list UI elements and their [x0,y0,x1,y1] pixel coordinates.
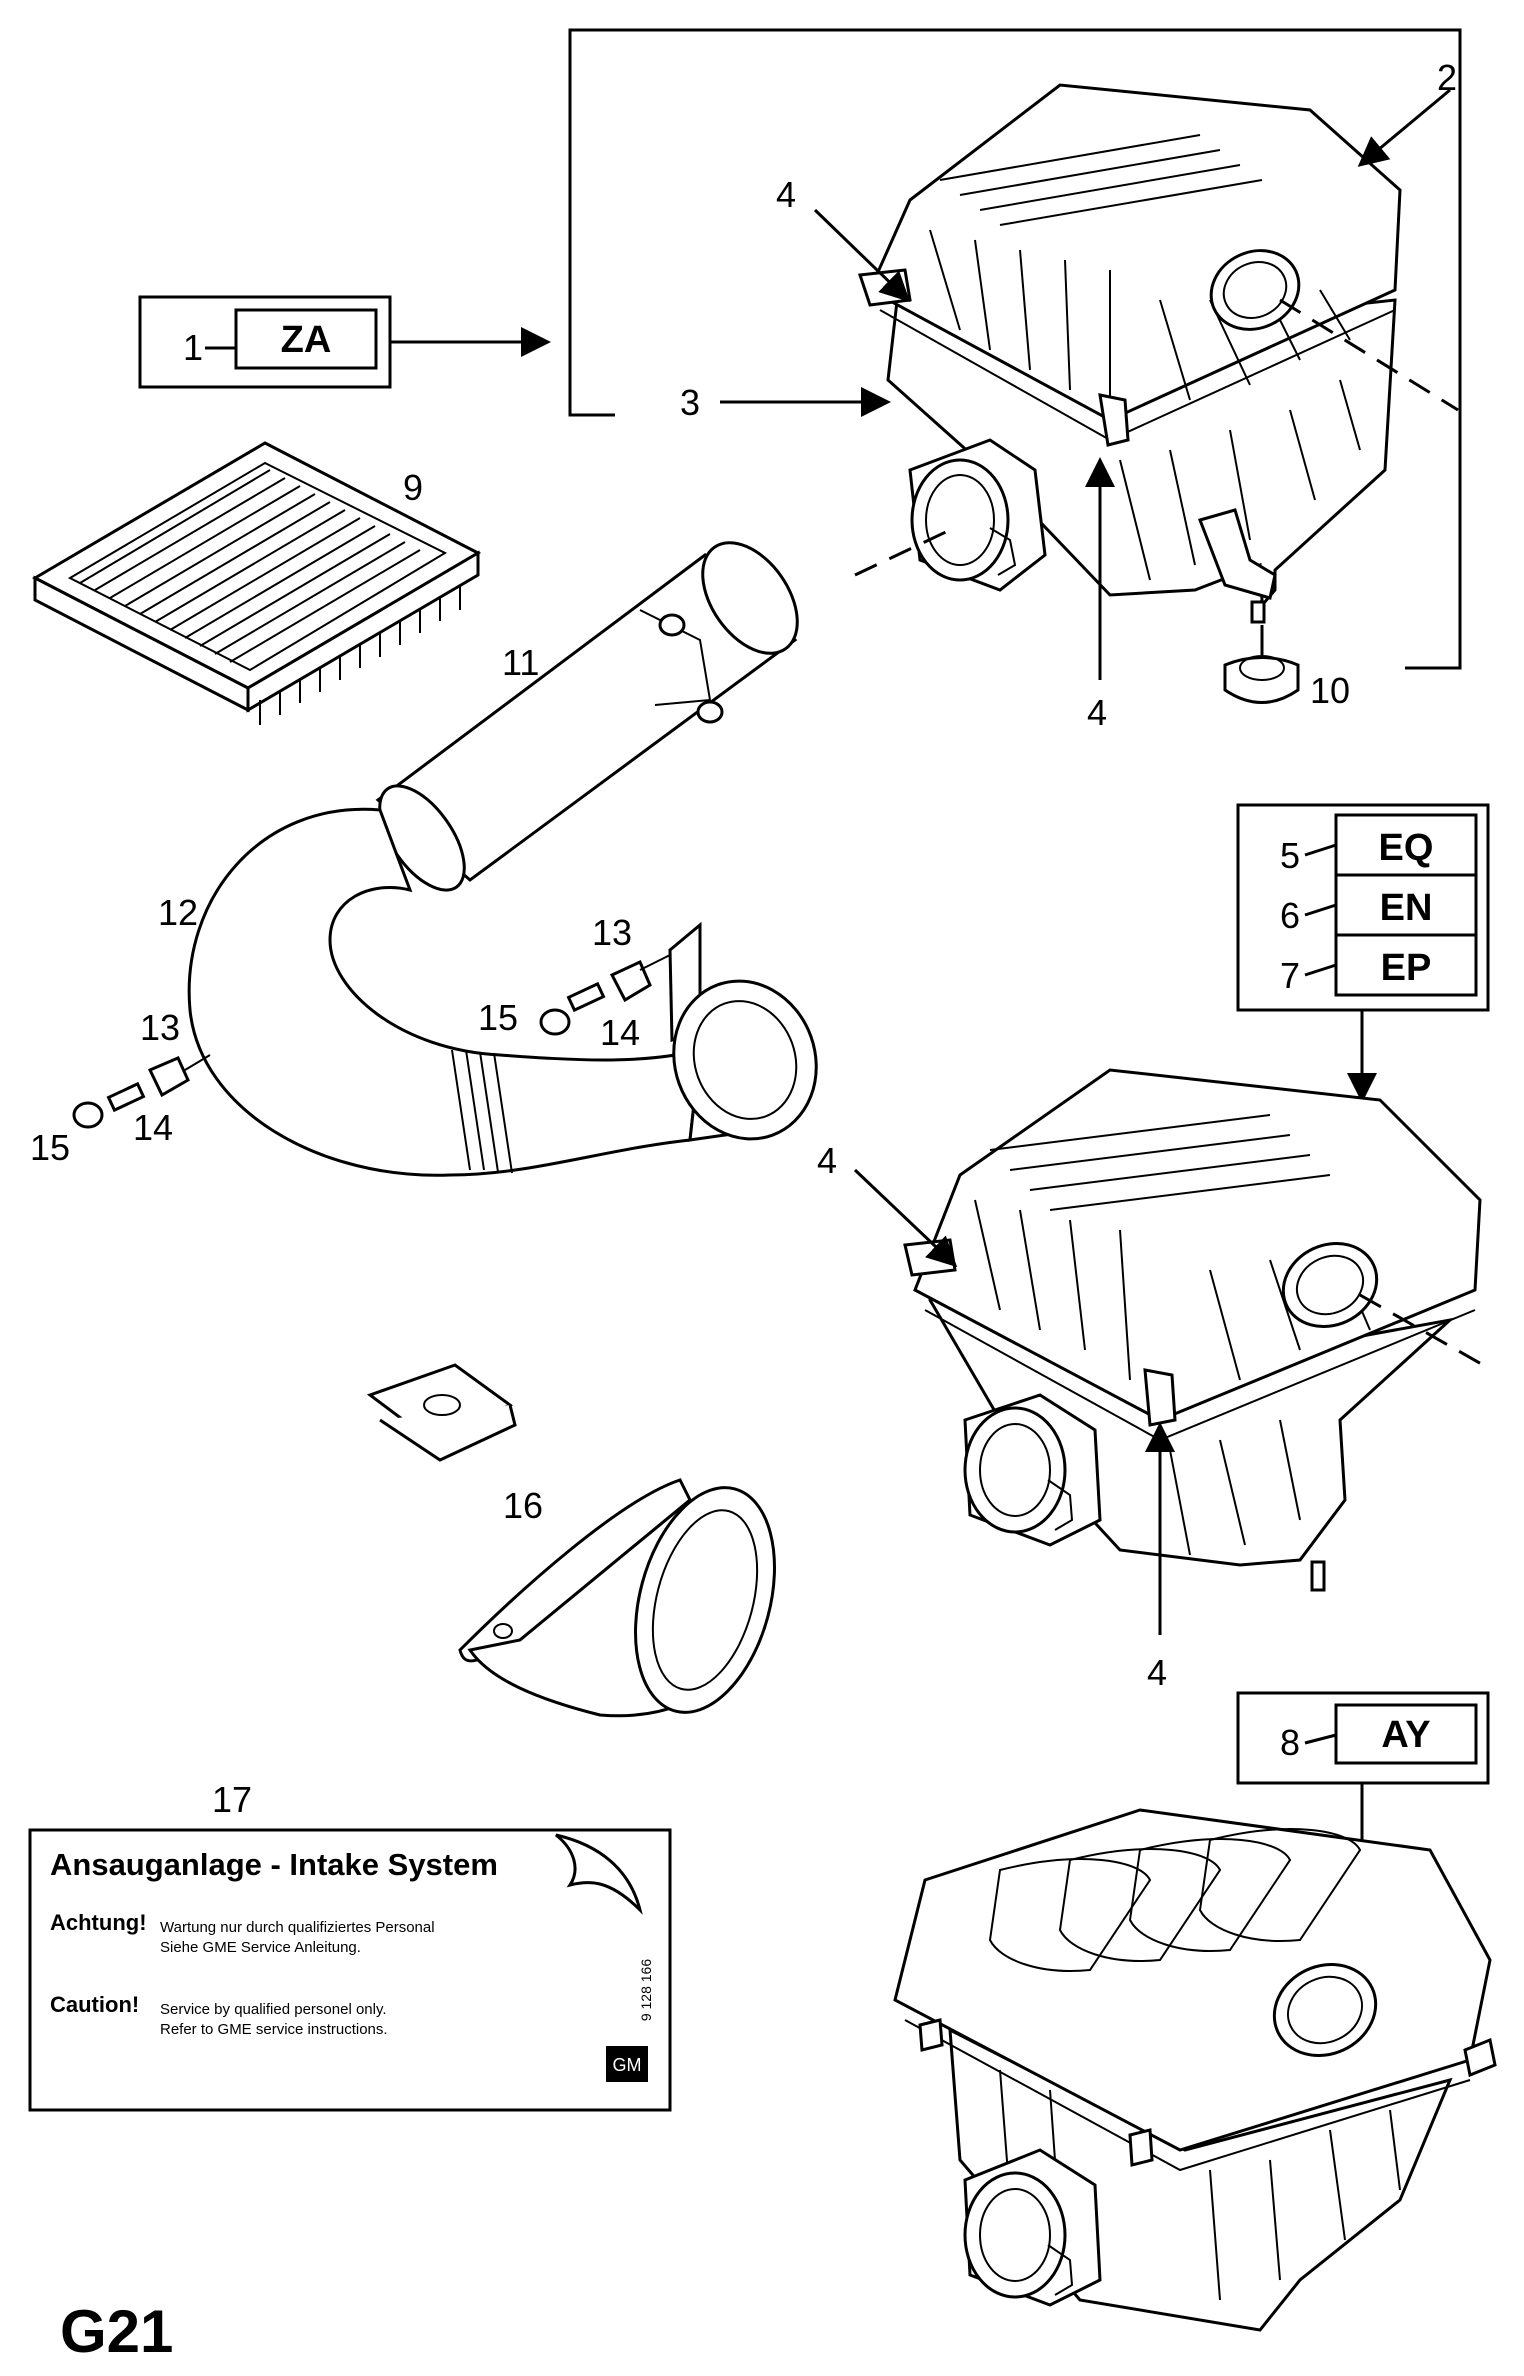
callout-15: 15 [478,997,518,1038]
callout-10: 10 [1310,670,1350,711]
callout-13: 13 [140,1007,180,1048]
callout-9: 9 [403,467,423,508]
air-cleaner-housing-middle [903,1068,1482,1592]
filter-element-9: 9 [31,441,482,725]
variant-code-za: ZA [281,319,332,361]
fastener-set-right: 13 14 15 [478,912,671,1053]
callouts-middle-cleaner: 4 4 [817,1140,1493,1693]
gm-logo [606,2046,648,2082]
callout-11: 11 [502,642,539,683]
variant-code-en: EN [1380,887,1433,929]
spring-clip [366,1363,517,1462]
label-part-number: 9 128 166 [638,1959,654,2021]
callout-16: 16 [503,1485,543,1526]
callout-4: 4 [1147,1652,1167,1693]
label-achtung-line1: Wartung nur durch qualifiziertes Persona… [160,1919,435,1936]
callout-17: 17 [212,1779,252,1820]
grommet-10: 10 [1223,625,1350,711]
callout-6: 6 [1280,895,1300,936]
warning-label-17: 17 Ansauganlage - Intake System Achtung!… [28,1779,672,2112]
callout-7: 7 [1280,955,1300,996]
air-cleaner-housing-bottom [893,1808,1497,2332]
label-achtung-heading: Achtung! [50,1910,147,1935]
callout-12: 12 [158,892,198,933]
label-caution-line2: Refer to GME service instructions. [160,2021,388,2038]
callout-3: 3 [680,382,700,423]
callouts-top-cleaner: 2 4 3 4 [680,57,1459,733]
gm-logo-text: GM [613,2055,642,2075]
hose-outlet-elbow [668,921,818,1141]
callout-4: 4 [776,174,796,215]
callout-5: 5 [1280,835,1300,876]
label-achtung-line2: Siehe GME Service Anleitung. [160,1939,361,1956]
variant-code-ay: AY [1381,1714,1430,1756]
callout-15: 15 [30,1127,70,1168]
top-group-bracket [568,28,1462,670]
label-caution-line1: Service by qualified personel only. [160,2001,387,2018]
callout-4: 4 [1087,692,1107,733]
variant-code-ep: EP [1381,947,1432,989]
page-code: G21 [60,2298,173,2365]
air-cleaner-housing-top [857,83,1402,624]
variant-box-eq-en-ep: EQ EN EP 5 6 7 [1236,803,1490,1103]
callout-8: 8 [1280,1722,1300,1763]
callout-14: 14 [600,1012,640,1053]
callout-14: 14 [133,1107,173,1148]
label-caution-heading: Caution! [50,1992,139,2017]
air-inlet-funnel-16: 16 [458,1478,776,1718]
variant-code-eq: EQ [1379,827,1434,869]
label-title: Ansauganlage - Intake System [50,1847,498,1882]
variant-box-za: ZA 1 [138,295,551,389]
intake-duct-11: 11 [375,541,799,892]
callout-1: 1 [183,327,203,368]
callout-13: 13 [592,912,632,953]
callout-4: 4 [817,1140,837,1181]
callout-2: 2 [1437,57,1457,98]
variant-box-ay: AY 8 [1236,1691,1490,1875]
fastener-set-left: 13 14 15 [30,1007,211,1168]
